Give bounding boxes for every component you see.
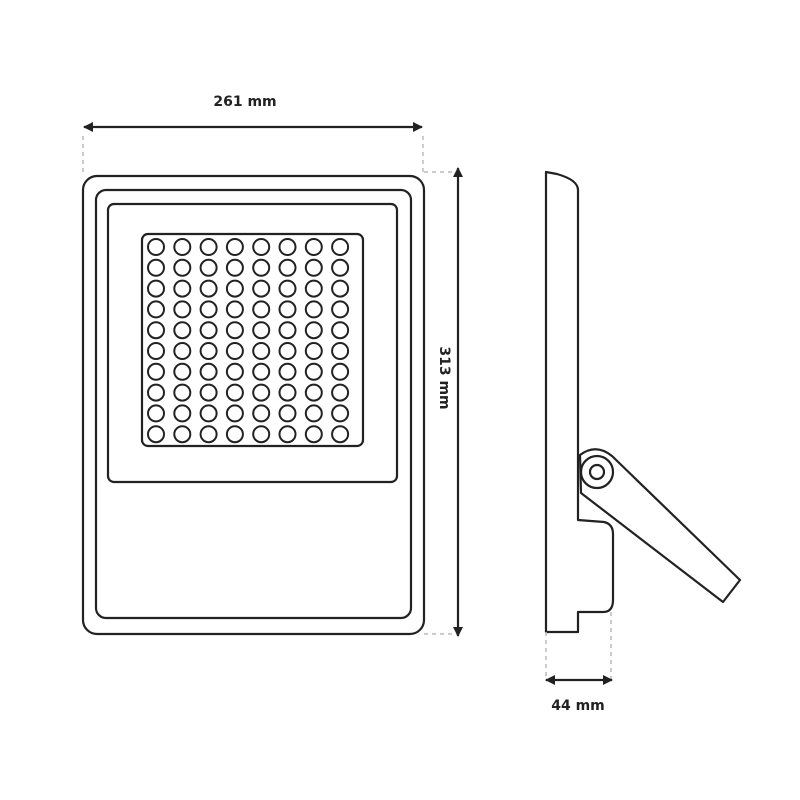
led-chip bbox=[199, 238, 218, 256]
front-lens-window bbox=[106, 202, 399, 484]
led-chip bbox=[252, 321, 271, 340]
led-chip bbox=[304, 362, 323, 381]
led-chip bbox=[331, 238, 350, 256]
led-chip bbox=[173, 300, 192, 319]
led-chip bbox=[225, 238, 244, 256]
led-chip bbox=[147, 238, 165, 256]
led-grid bbox=[147, 238, 350, 444]
led-chip bbox=[278, 425, 297, 444]
width-label: 261 mm bbox=[213, 94, 277, 110]
led-chip bbox=[304, 425, 323, 444]
led-chip bbox=[331, 404, 350, 423]
led-chip bbox=[199, 362, 218, 381]
led-chip bbox=[147, 383, 165, 402]
led-chip bbox=[199, 342, 218, 360]
led-chip bbox=[173, 238, 192, 256]
led-chip bbox=[199, 258, 218, 277]
led-chip bbox=[225, 425, 244, 444]
led-chip bbox=[278, 258, 297, 277]
side-housing-profile bbox=[544, 170, 615, 634]
led-chip bbox=[331, 321, 350, 340]
led-chip bbox=[278, 300, 297, 319]
led-chip bbox=[173, 425, 192, 444]
led-chip bbox=[199, 404, 218, 423]
led-chip bbox=[278, 321, 297, 340]
side-view bbox=[544, 170, 742, 634]
led-chip bbox=[173, 342, 192, 360]
led-chip bbox=[147, 342, 165, 360]
led-chip bbox=[304, 383, 323, 402]
height-dimension bbox=[424, 167, 463, 637]
led-chip bbox=[199, 425, 218, 444]
led-panel bbox=[140, 232, 365, 448]
led-chip bbox=[252, 279, 271, 298]
height-label: 313 mm bbox=[436, 346, 452, 410]
depth-dimension bbox=[545, 612, 613, 685]
led-chip bbox=[225, 342, 244, 360]
led-chip bbox=[225, 258, 244, 277]
led-chip bbox=[331, 383, 350, 402]
bracket-pivot-bolt bbox=[588, 463, 606, 481]
led-chip bbox=[225, 362, 244, 381]
depth-label: 44 mm bbox=[551, 698, 605, 714]
led-chip bbox=[252, 425, 271, 444]
led-chip bbox=[331, 342, 350, 360]
led-chip bbox=[304, 258, 323, 277]
front-view bbox=[81, 174, 426, 636]
led-chip bbox=[252, 300, 271, 319]
led-chip bbox=[304, 279, 323, 298]
led-chip bbox=[304, 238, 323, 256]
led-chip bbox=[147, 258, 165, 277]
led-chip bbox=[331, 300, 350, 319]
led-chip bbox=[199, 321, 218, 340]
led-chip bbox=[199, 300, 218, 319]
led-chip bbox=[225, 383, 244, 402]
led-chip bbox=[147, 300, 165, 319]
led-chip bbox=[147, 362, 165, 381]
led-chip bbox=[199, 279, 218, 298]
led-chip bbox=[252, 342, 271, 360]
led-chip bbox=[173, 321, 192, 340]
led-chip bbox=[278, 279, 297, 298]
led-chip bbox=[278, 362, 297, 381]
led-chip bbox=[173, 362, 192, 381]
led-chip bbox=[173, 404, 192, 423]
front-outer-housing bbox=[81, 174, 426, 636]
led-chip bbox=[225, 321, 244, 340]
led-chip bbox=[225, 279, 244, 298]
led-chip bbox=[278, 342, 297, 360]
led-chip bbox=[147, 425, 165, 444]
led-chip bbox=[331, 362, 350, 381]
led-chip bbox=[225, 300, 244, 319]
led-chip bbox=[331, 279, 350, 298]
led-chip bbox=[304, 300, 323, 319]
led-chip bbox=[304, 404, 323, 423]
led-chip bbox=[304, 342, 323, 360]
led-chip bbox=[199, 383, 218, 402]
led-chip bbox=[147, 321, 165, 340]
led-chip bbox=[252, 362, 271, 381]
led-chip bbox=[225, 404, 244, 423]
led-chip bbox=[173, 279, 192, 298]
led-chip bbox=[252, 258, 271, 277]
led-chip bbox=[147, 279, 165, 298]
width-dimension bbox=[82, 122, 424, 176]
led-chip bbox=[331, 258, 350, 277]
led-chip bbox=[252, 238, 271, 256]
led-chip bbox=[278, 238, 297, 256]
front-inner-bezel bbox=[94, 188, 413, 620]
bracket-pivot-outer bbox=[579, 454, 615, 490]
led-chip bbox=[173, 258, 192, 277]
led-chip bbox=[147, 404, 165, 423]
led-chip bbox=[278, 404, 297, 423]
led-chip bbox=[173, 383, 192, 402]
bracket-arm bbox=[578, 448, 742, 604]
led-chip bbox=[252, 404, 271, 423]
led-chip bbox=[252, 383, 271, 402]
led-chip bbox=[278, 383, 297, 402]
led-chip bbox=[304, 321, 323, 340]
led-chip bbox=[331, 425, 350, 444]
